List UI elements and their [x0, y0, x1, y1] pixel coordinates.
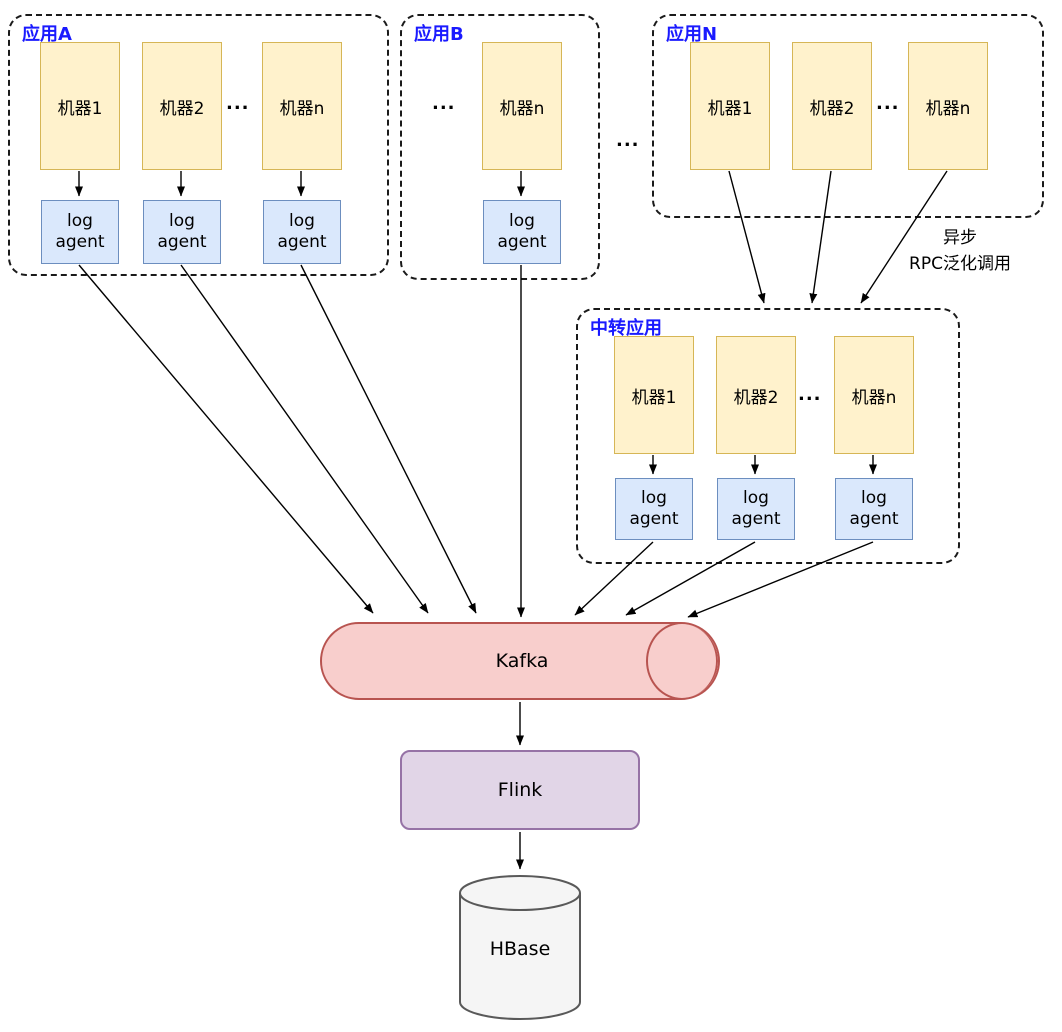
group-relay-app-title: 中转应用	[590, 318, 662, 339]
async-rpc-note-line2: RPC泛化调用	[909, 253, 1011, 274]
log-agent-box: log agent	[835, 478, 913, 540]
log-agent-label: log agent	[157, 210, 207, 252]
log-agent-box: log agent	[263, 200, 341, 264]
ellipsis-relay: ...	[798, 384, 822, 405]
log-agent-box: log agent	[41, 200, 119, 264]
machine-box: 机器2	[142, 42, 222, 170]
machine-box: 机器1	[40, 42, 120, 170]
ellipsis-app-b: ...	[432, 93, 456, 114]
group-app-a-title: 应用A	[22, 24, 72, 45]
flink-node: Flink	[400, 750, 640, 830]
async-rpc-note-line1: 异步	[943, 228, 977, 248]
machine-box: 机器2	[792, 42, 872, 170]
group-app-b: 应用B	[400, 14, 600, 280]
log-agent-label: log agent	[849, 487, 899, 529]
kafka-node: Kafka	[320, 622, 720, 700]
machine-box: 机器2	[716, 336, 796, 454]
log-agent-box: log agent	[717, 478, 795, 540]
kafka-cylinder-cap	[646, 624, 718, 698]
log-agent-box: log agent	[483, 200, 561, 264]
machine-box: 机器n	[834, 336, 914, 454]
log-agent-label: log agent	[629, 487, 679, 529]
log-agent-label: log agent	[497, 210, 547, 252]
kafka-label: Kafka	[495, 650, 549, 672]
arrow-a-agent1-kafka	[78, 264, 374, 614]
arrow-a-agent2-kafka	[180, 264, 429, 614]
machine-box: 机器n	[262, 42, 342, 170]
group-app-n: 应用N	[652, 14, 1044, 218]
log-agent-label: log agent	[731, 487, 781, 529]
log-agent-label: log agent	[55, 210, 105, 252]
ellipsis-between-groups: ...	[616, 130, 640, 151]
group-app-b-title: 应用B	[414, 24, 464, 45]
log-agent-box: log agent	[143, 200, 221, 264]
log-agent-box: log agent	[615, 478, 693, 540]
machine-box: 机器1	[614, 336, 694, 454]
machine-box: 机器1	[690, 42, 770, 170]
ellipsis-app-n: ...	[876, 93, 900, 114]
machine-box: 机器n	[482, 42, 562, 170]
log-agent-label: log agent	[277, 210, 327, 252]
group-app-n-title: 应用N	[666, 24, 718, 45]
arrow-a-agent3-kafka	[300, 264, 477, 614]
machine-box: 机器n	[908, 42, 988, 170]
hbase-label: HBase	[489, 938, 551, 960]
async-rpc-note: 异步 RPC泛化调用	[878, 226, 1042, 277]
ellipsis-app-a: ...	[226, 93, 250, 114]
flink-label: Flink	[497, 779, 543, 801]
